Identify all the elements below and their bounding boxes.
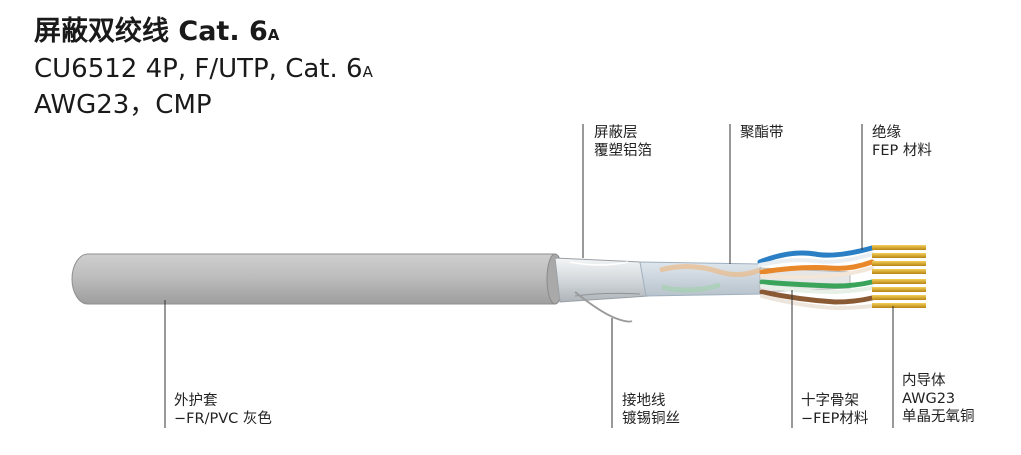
label-cross-line2: −FEP材料 (801, 411, 869, 427)
label-insulation: 绝缘 FEP 材料 (872, 124, 932, 160)
label-insulation-line2: FEP 材料 (872, 143, 932, 159)
label-conductor-line3: 单晶无氧铜 (902, 409, 975, 425)
title-line-2: CU6512 4P, F/UTP, Cat. 6A (34, 53, 373, 89)
label-shield: 屏蔽层 覆塑铝箔 (594, 124, 652, 160)
label-shield-line1: 屏蔽层 (594, 125, 638, 141)
label-conductor: 内导体 AWG23 单晶无氧铜 (902, 372, 975, 426)
polyester-tape (639, 261, 765, 297)
model-text: CU6512 4P, F/UTP, Cat. 6 (34, 54, 363, 84)
label-jacket: 外护套 −FR/PVC 灰色 (174, 392, 272, 428)
model-subscript: A (362, 63, 373, 81)
label-cross-line1: 十字骨架 (801, 393, 859, 409)
leader-lines (164, 124, 894, 428)
label-drain-line1: 接地线 (622, 393, 666, 409)
label-conductor-line2: AWG23 (902, 391, 956, 407)
label-shield-line2: 覆塑铝箔 (594, 143, 652, 159)
label-jacket-line2: −FR/PVC 灰色 (174, 411, 272, 427)
twisted-pairs (757, 245, 875, 311)
drain-wire (574, 291, 633, 323)
jacket (71, 253, 564, 305)
label-jacket-line1: 外护套 (174, 393, 218, 409)
title-block: 屏蔽双绞线 Cat. 6A CU6512 4P, F/UTP, Cat. 6A … (34, 14, 373, 122)
label-polyester: 聚酯带 (740, 124, 784, 142)
label-conductor-line1: 内导体 (902, 373, 946, 389)
title-subscript: A (267, 26, 280, 44)
label-insulation-line1: 绝缘 (872, 125, 901, 141)
title-line-1: 屏蔽双绞线 Cat. 6A (34, 14, 373, 53)
label-drain: 接地线 镀锡铜丝 (622, 392, 680, 428)
title-main: 屏蔽双绞线 Cat. 6 (34, 16, 268, 47)
title-line-3: AWG23，CMP (34, 90, 212, 120)
label-cross: 十字骨架 −FEP材料 (801, 392, 868, 428)
copper-conductors (872, 245, 926, 308)
label-polyester-line1: 聚酯带 (740, 125, 784, 141)
foil-shield (554, 257, 649, 303)
label-drain-line2: 镀锡铜丝 (622, 411, 680, 427)
